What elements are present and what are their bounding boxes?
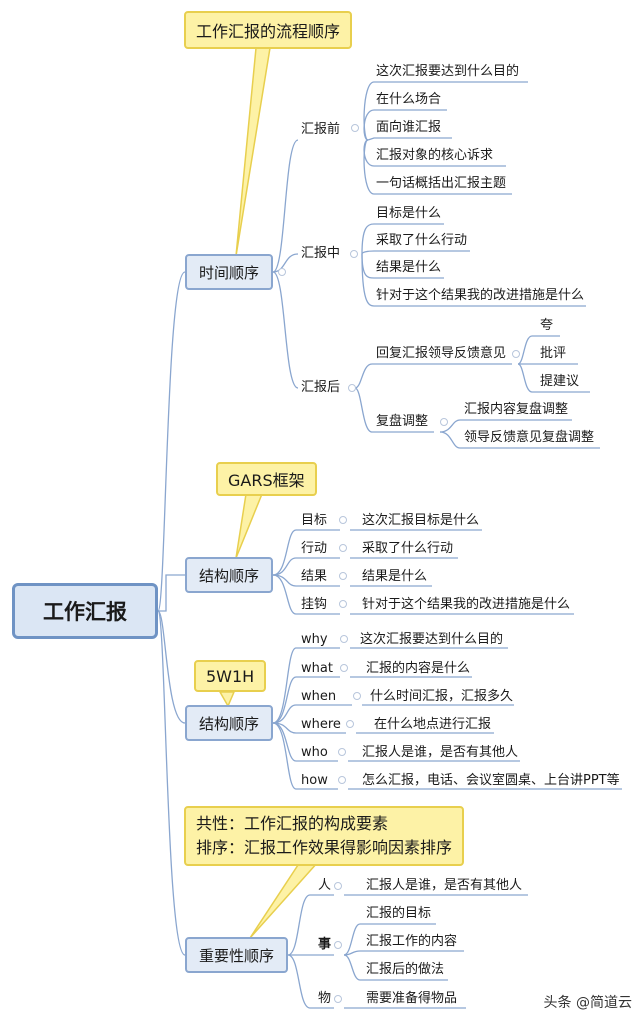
during-item: 采取了什么行动 [376, 233, 468, 248]
w5h1-value: 什么时间汇报，汇报多久 [370, 689, 514, 704]
branch4-note-line1: 共性：工作汇报的构成要素 [196, 814, 389, 833]
collapse-toggle-icon[interactable] [346, 720, 354, 728]
collapse-toggle-icon[interactable] [351, 124, 359, 132]
w5h1-key: where [301, 717, 341, 732]
w5h1-key: who [301, 745, 328, 760]
collapse-toggle-icon[interactable] [440, 418, 448, 426]
branch4-note: 共性：工作汇报的构成要素 排序：汇报工作效果得影响因素排序 [184, 806, 465, 866]
collapse-toggle-icon[interactable] [338, 748, 346, 756]
after-review: 复盘调整 [376, 414, 429, 429]
branch3-note: 5W1H [194, 660, 267, 692]
watermark-text: 头条 @简道云 [543, 995, 632, 1011]
thing-value: 需要准备得物品 [366, 991, 458, 1006]
w5h1-key: what [301, 661, 333, 676]
before-item: 汇报对象的核心诉求 [376, 148, 494, 163]
reply-item: 批评 [540, 346, 567, 361]
collapse-toggle-icon[interactable] [278, 268, 286, 276]
matter-item: 汇报工作的内容 [366, 934, 458, 949]
before-item: 这次汇报要达到什么目的 [376, 64, 520, 79]
branch2-node[interactable]: 结构顺序 [185, 557, 273, 593]
element-thing-key: 物 [318, 991, 332, 1006]
review-item: 汇报内容复盘调整 [464, 402, 569, 417]
w5h1-value: 怎么汇报，电话、会议室圆桌、上台讲PPT等 [362, 773, 620, 788]
gars-value: 这次汇报目标是什么 [362, 513, 480, 528]
gars-key: 行动 [301, 541, 328, 556]
collapse-toggle-icon[interactable] [334, 995, 342, 1003]
w5h1-value: 在什么地点进行汇报 [374, 717, 492, 732]
gars-key: 结果 [301, 569, 328, 584]
branch4-note-line2: 排序：汇报工作效果得影响因素排序 [196, 838, 453, 857]
group-before-label: 汇报前 [301, 122, 341, 137]
reply-item: 夸 [540, 318, 554, 333]
w5h1-value: 这次汇报要达到什么目的 [360, 632, 504, 647]
during-item: 结果是什么 [376, 260, 442, 275]
collapse-toggle-icon[interactable] [339, 544, 347, 552]
branch2-note: GARS框架 [216, 462, 317, 496]
collapse-toggle-icon[interactable] [340, 635, 348, 643]
element-matter-key: 事 [318, 937, 332, 952]
reply-item: 提建议 [540, 374, 580, 389]
matter-item: 汇报的目标 [366, 906, 432, 921]
w5h1-key: how [301, 773, 328, 788]
gars-key: 目标 [301, 513, 328, 528]
collapse-toggle-icon[interactable] [350, 250, 358, 258]
w5h1-key: why [301, 632, 328, 647]
group-during-label: 汇报中 [301, 246, 341, 261]
w5h1-value: 汇报的内容是什么 [366, 661, 471, 676]
collapse-toggle-icon[interactable] [338, 776, 346, 784]
collapse-toggle-icon[interactable] [353, 692, 361, 700]
w5h1-key: when [301, 689, 337, 704]
watermark: 头条 @简道云 [544, 992, 632, 1012]
review-item: 领导反馈意见复盘调整 [464, 430, 595, 445]
matter-item: 汇报后的做法 [366, 962, 445, 977]
element-people-key: 人 [318, 878, 332, 893]
group-after-label: 汇报后 [301, 380, 341, 395]
branch1-note: 工作汇报的流程顺序 [184, 11, 353, 49]
gars-value: 针对于这个结果我的改进措施是什么 [362, 597, 571, 612]
after-reply: 回复汇报领导反馈意见 [376, 346, 507, 361]
collapse-toggle-icon[interactable] [340, 664, 348, 672]
collapse-toggle-icon[interactable] [512, 350, 520, 358]
branch1-node[interactable]: 时间顺序 [185, 254, 273, 290]
branch4-node[interactable]: 重要性顺序 [185, 937, 288, 973]
before-item: 一句话概括出汇报主题 [376, 176, 507, 191]
during-item: 目标是什么 [376, 206, 442, 221]
collapse-toggle-icon[interactable] [334, 882, 342, 890]
gars-key: 挂钩 [301, 597, 328, 612]
collapse-toggle-icon[interactable] [334, 941, 342, 949]
before-item: 面向谁汇报 [376, 120, 442, 135]
collapse-toggle-icon[interactable] [339, 600, 347, 608]
people-value: 汇报人是谁，是否有其他人 [366, 878, 523, 893]
branch3-node[interactable]: 结构顺序 [185, 705, 273, 741]
root-node[interactable]: 工作汇报 [12, 583, 158, 639]
collapse-toggle-icon[interactable] [348, 384, 356, 392]
collapse-toggle-icon[interactable] [339, 516, 347, 524]
gars-value: 结果是什么 [362, 569, 428, 584]
gars-value: 采取了什么行动 [362, 541, 454, 556]
w5h1-value: 汇报人是谁，是否有其他人 [362, 745, 519, 760]
collapse-toggle-icon[interactable] [339, 572, 347, 580]
during-item: 针对于这个结果我的改进措施是什么 [376, 288, 585, 303]
before-item: 在什么场合 [376, 92, 442, 107]
